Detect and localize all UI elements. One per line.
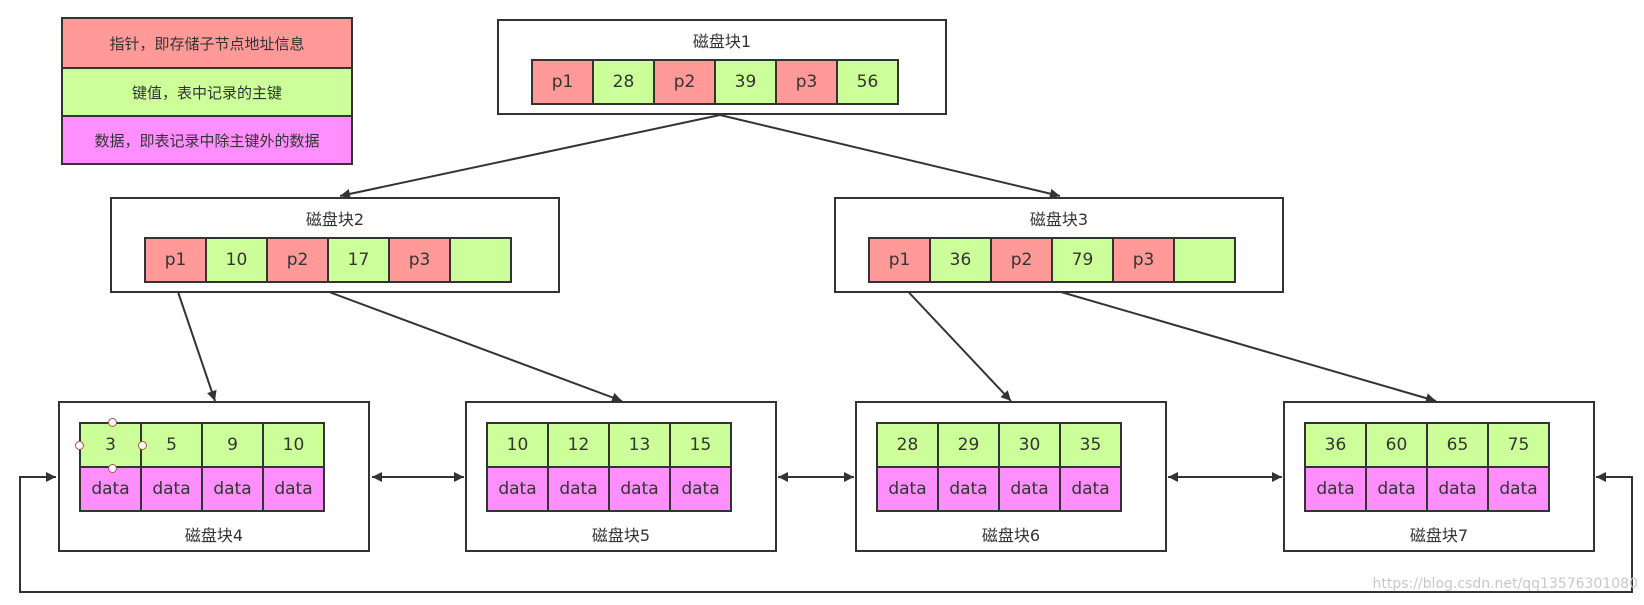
key-cell: 10 <box>486 422 549 468</box>
edge-b2-b4 <box>174 282 217 402</box>
legend: 指针，即存储子节点地址信息 键值，表中记录的主键 数据，即表记录中除主键外的数据 <box>61 17 353 165</box>
edge-b3-b6 <box>899 282 1012 402</box>
key-cell: 36 <box>1304 422 1367 468</box>
key-cell: 9 <box>201 422 264 468</box>
key-cell: 3 <box>79 422 142 468</box>
edge-b2-b5 <box>304 282 623 403</box>
data-cell: data <box>547 466 610 512</box>
disk-block-4: 3 5 9 10 data data data data 磁盘块4 <box>58 401 370 552</box>
disk-block-title: 磁盘块5 <box>591 526 651 545</box>
key-cell: 79 <box>1051 237 1114 283</box>
key-cell: 10 <box>205 237 268 283</box>
selection-handle[interactable] <box>108 418 117 427</box>
watermark: https://blog.csdn.net/qq13576301080 <box>1372 576 1638 592</box>
key-cell: 15 <box>669 422 732 468</box>
pointer-cell: p3 <box>1112 237 1175 283</box>
key-cell: 28 <box>876 422 939 468</box>
data-cell: data <box>1426 466 1489 512</box>
key-cell: 28 <box>592 59 655 105</box>
key-cell: 60 <box>1365 422 1428 468</box>
pointer-cell: p3 <box>388 237 451 283</box>
legend-pointer: 指针，即存储子节点地址信息 <box>63 19 351 67</box>
disk-block-title: 磁盘块6 <box>981 526 1041 545</box>
disk-block-1: 磁盘块1 p1 28 p2 39 p3 56 <box>497 19 947 115</box>
key-cell: 12 <box>547 422 610 468</box>
key-cell: 56 <box>836 59 899 105</box>
key-cell: 10 <box>262 422 325 468</box>
data-cell: data <box>486 466 549 512</box>
edge-b1-b2 <box>339 114 721 199</box>
key-cell: 30 <box>998 422 1061 468</box>
selection-handle[interactable] <box>108 464 117 473</box>
pointer-cell: p2 <box>990 237 1053 283</box>
edge-b3-b7 <box>1029 282 1437 404</box>
data-cell: data <box>79 466 142 512</box>
disk-block-title: 磁盘块1 <box>692 32 752 51</box>
key-cell: 5 <box>140 422 203 468</box>
key-cell <box>449 237 512 283</box>
data-cell: data <box>1059 466 1122 512</box>
data-cell: data <box>669 466 732 512</box>
key-cell: 17 <box>327 237 390 283</box>
legend-data: 数据，即表记录中除主键外的数据 <box>63 115 351 163</box>
data-cell: data <box>876 466 939 512</box>
edge-b1-b3 <box>719 114 1061 199</box>
key-cell: 36 <box>929 237 992 283</box>
disk-block-3: 磁盘块3 p1 36 p2 79 p3 <box>834 197 1284 293</box>
key-cell: 39 <box>714 59 777 105</box>
data-cell: data <box>201 466 264 512</box>
key-cell: 65 <box>1426 422 1489 468</box>
pointer-cell: p1 <box>868 237 931 283</box>
selection-handle[interactable] <box>138 441 147 450</box>
data-cell: data <box>140 466 203 512</box>
legend-key: 键值，表中记录的主键 <box>63 67 351 115</box>
pointer-cell: p3 <box>775 59 838 105</box>
disk-block-5: 10 12 13 15 data data data data 磁盘块5 <box>465 401 777 552</box>
data-cell: data <box>998 466 1061 512</box>
selection-handle[interactable] <box>75 441 84 450</box>
key-cell: 35 <box>1059 422 1122 468</box>
pointer-cell: p1 <box>531 59 594 105</box>
pointer-cell: p2 <box>266 237 329 283</box>
data-cell: data <box>1304 466 1367 512</box>
disk-block-title: 磁盘块4 <box>184 526 244 545</box>
data-cell: data <box>608 466 671 512</box>
pointer-cell: p1 <box>144 237 207 283</box>
key-cell: 29 <box>937 422 1000 468</box>
key-cell: 75 <box>1487 422 1550 468</box>
disk-block-2: 磁盘块2 p1 10 p2 17 p3 <box>110 197 560 293</box>
key-cell: 13 <box>608 422 671 468</box>
pointer-cell: p2 <box>653 59 716 105</box>
link-wrap-around <box>19 472 1633 593</box>
data-cell: data <box>262 466 325 512</box>
disk-block-title: 磁盘块7 <box>1409 526 1469 545</box>
disk-block-title: 磁盘块2 <box>305 210 365 229</box>
data-cell: data <box>1487 466 1550 512</box>
disk-block-title: 磁盘块3 <box>1029 210 1089 229</box>
disk-block-6: 28 29 30 35 data data data data 磁盘块6 <box>855 401 1167 552</box>
data-cell: data <box>937 466 1000 512</box>
data-cell: data <box>1365 466 1428 512</box>
disk-block-7: 36 60 65 75 data data data data 磁盘块7 <box>1283 401 1595 552</box>
key-cell <box>1173 237 1236 283</box>
